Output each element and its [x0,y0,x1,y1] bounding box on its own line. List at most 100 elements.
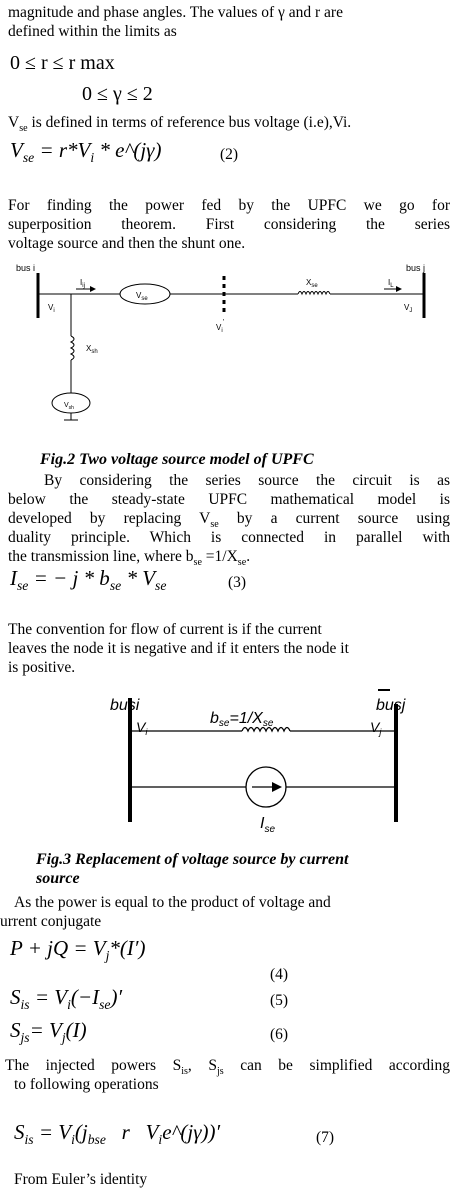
vj-label: VJ [404,303,412,314]
eq-sub: se [109,578,122,594]
text-line: defined within the limits as [8,23,177,40]
eq-sub: se [99,997,111,1013]
equation-gamma-limits: 0 ≤ γ ≤ 2 [82,83,153,105]
text-line: leaves the node it is negative and if it… [8,640,349,657]
eq-sub: is [20,997,30,1013]
equation-6: Sjs= Vj(I) [10,1018,87,1046]
figure-2-two-source-model: bus i Iij Vi Vse Vi' Xse IL bus j VJ Xsh… [16,263,426,421]
text: . [246,548,251,565]
eq-sub: i [67,997,71,1013]
eq-sub: se [17,578,29,594]
text-line: the transmission line, where bse =1/Xse. [8,547,250,572]
text-line: By considering the series source the cir… [44,472,450,489]
bse-label: bse=1/Xse [210,710,274,729]
figure-3-current-source-model: busi Vi busj Vj bse=1/Xse Ise [110,689,406,835]
text-line: For finding the power fed by the UPFC we… [8,197,450,214]
text: The injected powers S [5,1057,182,1074]
subscript: is [181,1066,188,1078]
text-line: From Euler’s identity [14,1171,148,1188]
busj-label: busj [376,697,406,714]
text-line: urrent conjugate [0,913,102,930]
text: by a current source using [218,510,450,527]
eq-part: e^(jγ))′ [162,1120,221,1144]
text: , S [187,1057,217,1074]
figure-3-caption-line2: source [36,870,80,887]
equation-r-limits: 0 ≤ r ≤ r max [10,52,115,74]
text-line: The convention for flow of current is if… [8,621,322,638]
eq-part: r V [105,1120,159,1144]
shunt-reactance-coil [69,335,75,361]
busi-label: busi [110,697,140,714]
text-line: to following operations [14,1076,159,1093]
equation-2: Vse = r*Vi * e^(jγ) [10,138,161,166]
eq-sub: j [61,1030,66,1046]
vse-label: Vse [136,291,148,302]
vse-symbol: V [8,114,20,131]
vj-label: Vj [370,719,382,737]
eq-part: = − j * b [28,566,110,590]
subscript: se [19,123,28,135]
equation-7: Sis = Vi(jbse r Vie^(jγ))′ [14,1120,220,1148]
figure-2-caption: Fig.2 Two voltage source model of UPFC [40,451,314,468]
text: the transmission line, where b [8,548,194,565]
text-line: developed by replacing Vse by a current … [8,509,450,534]
eq-sub: i [71,1132,75,1148]
equation-number: (5) [270,992,289,1009]
bus-i-label: bus i [16,263,35,273]
vi-label: Vi [48,303,55,314]
eq-sub: se [22,150,35,166]
eq-sub: i [158,1132,163,1148]
eq-sub: js [20,1030,30,1046]
eq-part: = V [33,1120,72,1144]
text-line: As the power is equal to the product of … [14,894,331,911]
subscript: se [237,557,247,569]
equation-number: (6) [270,1026,289,1043]
bus-j-label: bus j [406,263,425,273]
text-line: The injected powers Sis, Sjs can be simp… [5,1056,450,1081]
figure-3-caption-line1: Fig.3 Replacement of voltage source by c… [36,851,349,868]
text-line: superposition theorem. First considering… [8,216,450,233]
eq-part: = V [29,985,68,1009]
text-line: is positive. [8,659,76,676]
text-line: voltage source and then the shunt one. [8,235,246,252]
equation-number: (2) [220,146,239,163]
eq-part: S [14,1120,25,1144]
text-line: duality principle. Which is connected in… [8,529,450,546]
vi-prime-label: Vi' [216,319,224,334]
equation-number: (7) [316,1129,335,1146]
text-line: Vse is defined in terms of reference bus… [8,113,351,138]
text-line: magnitude and phase angles. The values o… [8,4,343,21]
subscript: js [216,1066,224,1078]
eq-part: *(I′) [109,936,146,960]
eq-sub: is [24,1132,34,1148]
vi-label: Vi [136,719,148,737]
equation-3: Ise = − j * bse * Vse [10,566,166,594]
eq-part: (−I [70,985,100,1009]
eq-part: P + jQ = V [10,936,106,960]
eq-part: = r*V [34,138,91,162]
eq-part: V [10,138,23,162]
text: =1/X [201,548,238,565]
eq-part: (j [74,1120,88,1144]
eq-part: S [10,985,21,1009]
text: is defined in terms of reference bus vol… [31,114,352,131]
series-susceptance-coil [241,726,291,733]
subscript: se [210,519,219,531]
equation-5: Sis = Vi(−Ise)′ [10,985,122,1013]
eq-part: = V [29,1018,62,1042]
eq-sub: se [155,578,167,594]
series-source-vse [119,283,171,305]
eq-part: * e^(jγ) [94,138,162,162]
eq-part: )′ [110,985,123,1009]
equation-4: P + jQ = Vj*(I′) [10,936,146,964]
ise-label: Ise [260,815,275,835]
text-line: below the steady-state UPFC mathematical… [8,491,450,508]
series-reactance-coil [297,291,331,296]
equation-number: (3) [228,574,247,591]
eq-part: (I) [65,1018,87,1042]
vsh-label: Vsh [64,402,74,411]
xsh-label: Xsh [86,344,98,355]
text: developed by replacing V [8,510,211,527]
eq-part: * V [121,566,156,590]
subscript: se [193,557,202,569]
